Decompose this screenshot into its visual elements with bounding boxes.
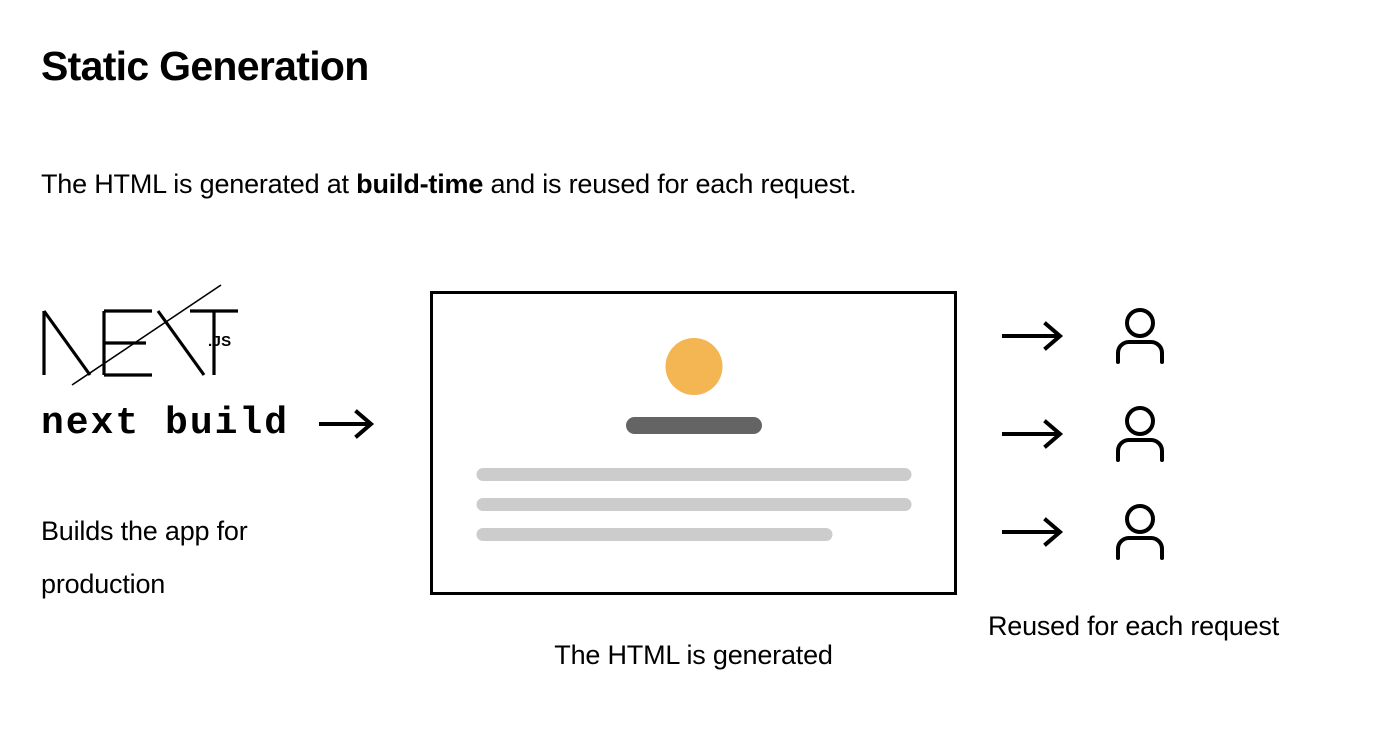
page-title: Static Generation [41,43,369,89]
page-text-placeholder-line [476,468,911,481]
nextjs-logo-suffix: .JS [208,333,232,350]
intro-text-emphasis: build-time [356,169,484,199]
generated-page-card-content [433,294,954,592]
build-command-row: next build [41,405,379,443]
page-text-placeholder-line [476,528,833,541]
intro-text-before: The HTML is generated at [41,169,357,199]
page-text-placeholder-line [476,498,911,511]
requests-caption: Reused for each request [987,611,1280,641]
page-title-placeholder [625,417,762,434]
generated-page-card [430,291,957,595]
build-command-text: next build [41,402,290,445]
intro-text-after: and is reused for each request. [483,169,857,199]
page-avatar-placeholder [665,338,722,395]
arrow-right-icon [1002,517,1064,547]
user-icon [1116,504,1164,560]
request-list [1000,306,1170,562]
request-row [1000,404,1170,464]
arrow-right-icon [1002,321,1064,351]
nextjs-logo-mark [42,284,238,386]
page-text-placeholder-group [476,468,911,541]
build-command-caption: Builds the app for production [41,516,248,600]
generated-page-caption: The HTML is generated [554,640,833,670]
user-icon [1116,308,1164,364]
arrow-right-icon [1002,419,1064,449]
arrow-right-icon [319,409,375,439]
request-row [1000,306,1170,366]
intro-text: The HTML is generated at build-time and … [41,168,857,200]
user-icon [1116,406,1164,462]
request-row [1000,502,1170,562]
nextjs-logo: .JS [38,281,244,389]
